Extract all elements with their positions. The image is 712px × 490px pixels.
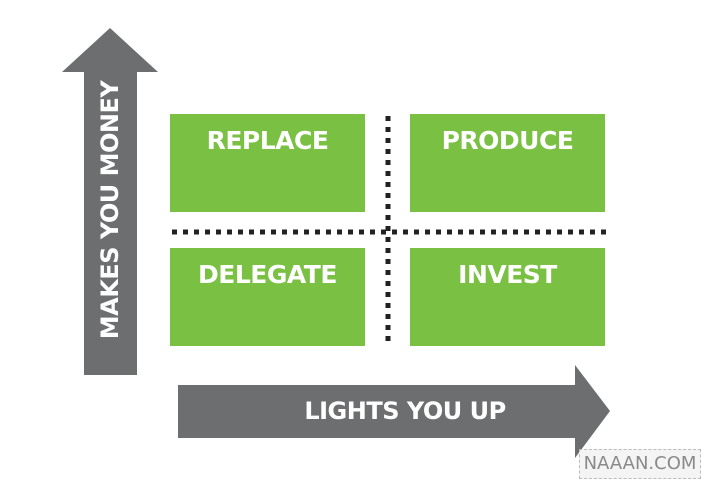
- y-axis-label: MAKES YOU MONEY: [96, 80, 124, 340]
- quadrant-produce: PRODUCE: [410, 114, 605, 212]
- horizontal-arrow: [178, 365, 610, 458]
- quadrant-invest: INVEST: [410, 248, 605, 346]
- vertical-arrow: [62, 28, 158, 375]
- x-axis-label: LIGHTS YOU UP: [304, 397, 506, 425]
- watermark: NAAAN.COM: [579, 449, 701, 479]
- quadrant-replace: REPLACE: [170, 114, 365, 212]
- quadrant-delegate: DELEGATE: [170, 248, 365, 346]
